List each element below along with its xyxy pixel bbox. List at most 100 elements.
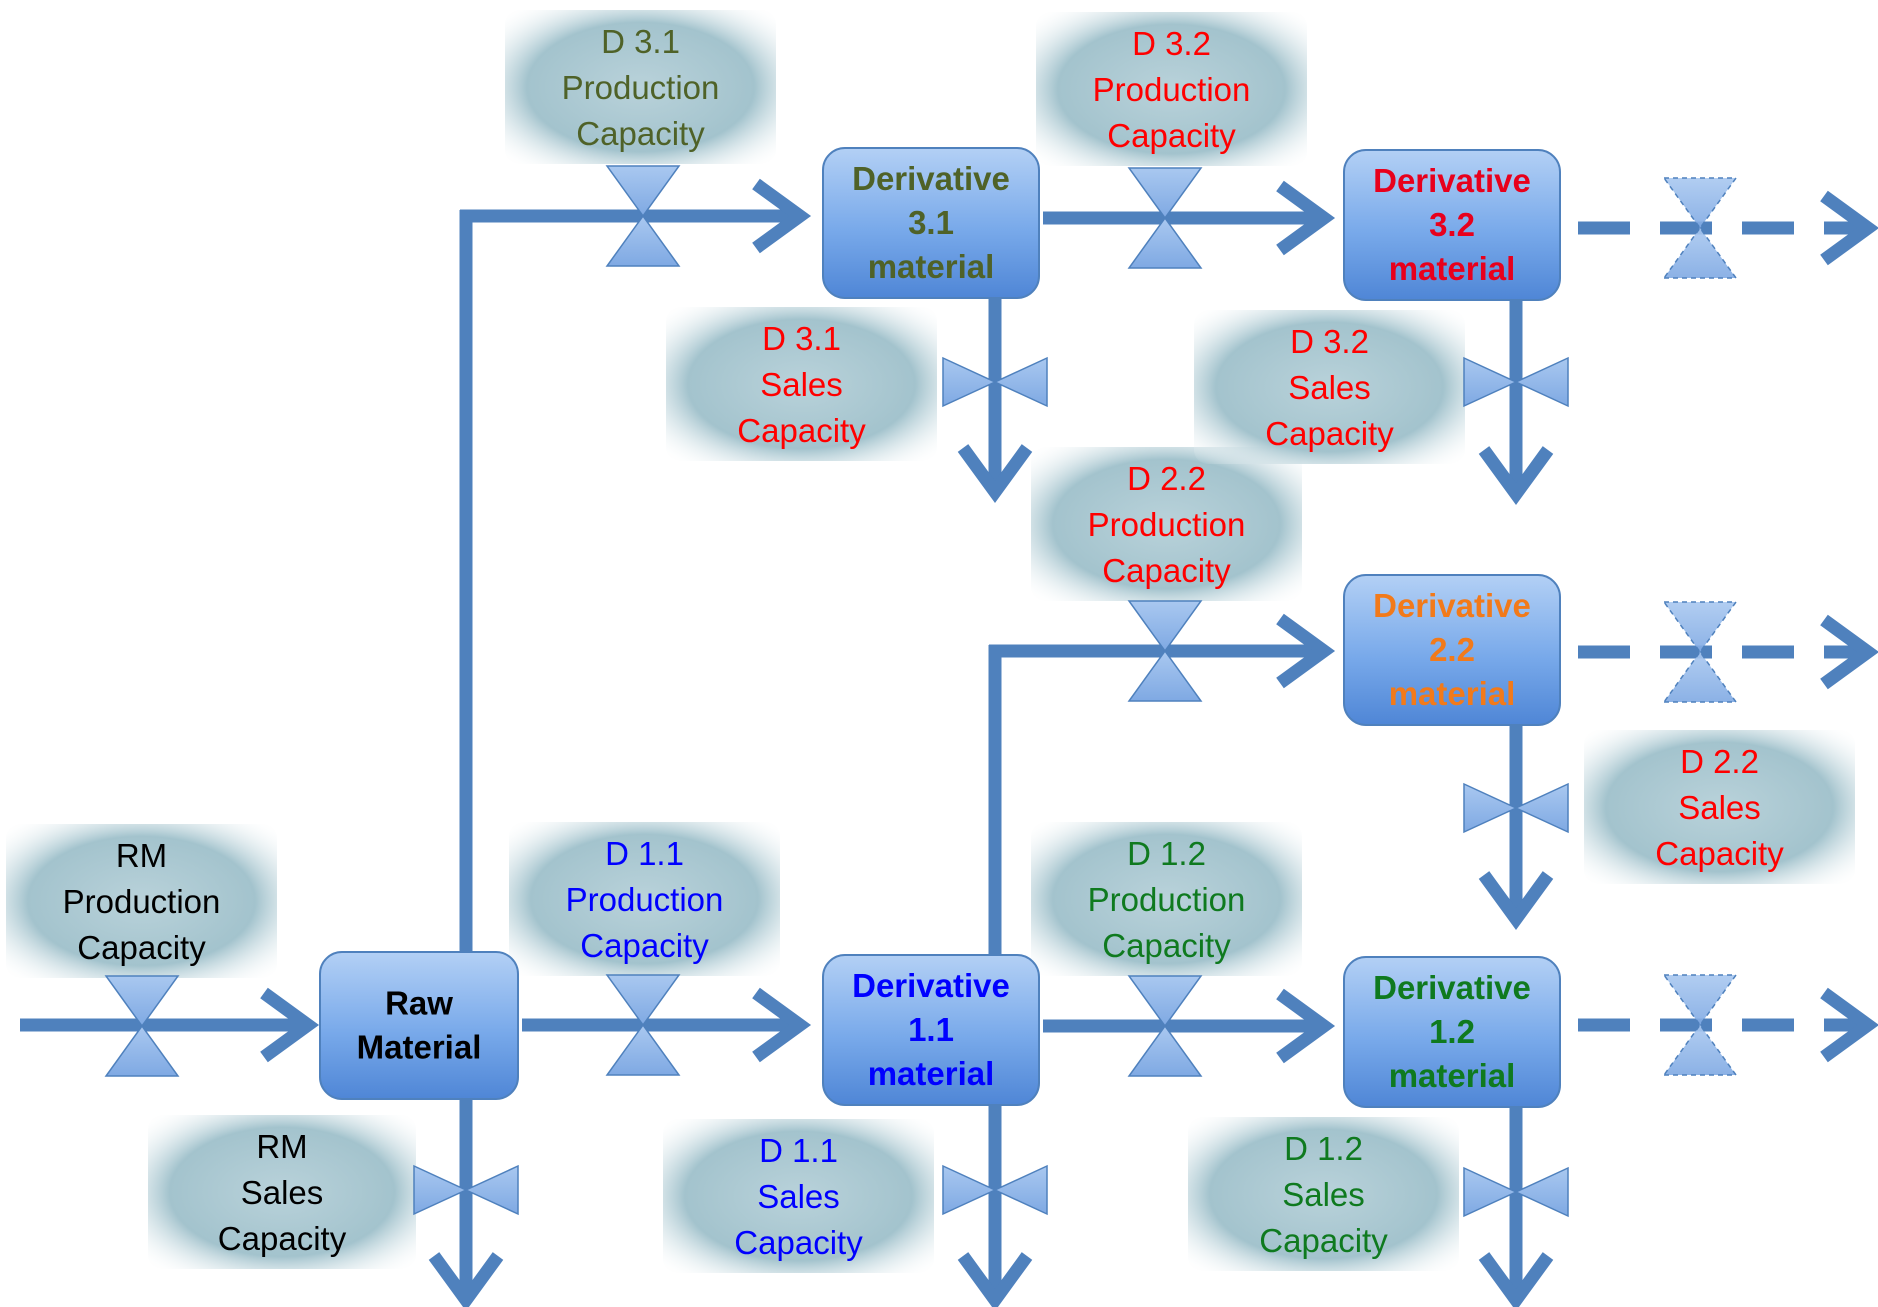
capacity-label-line: Production	[63, 883, 221, 920]
arrowhead-down	[1478, 446, 1554, 506]
arrowhead-right	[1276, 613, 1336, 689]
arrowhead-down	[428, 1252, 504, 1307]
capacity-label-line: D 1.1	[759, 1132, 838, 1169]
production-valve-icon	[104, 975, 180, 1077]
valve-triangle	[1514, 782, 1569, 834]
valve-triangle	[1127, 1024, 1203, 1077]
material-node-line: material	[1389, 1057, 1516, 1094]
material-node-line: Derivative	[1373, 587, 1531, 624]
capacity-label-box	[663, 1119, 934, 1273]
valve-triangle	[605, 214, 681, 267]
capacity-label-line: Sales	[1288, 369, 1371, 406]
material-node-box	[1343, 574, 1561, 726]
valve-triangle	[464, 1164, 519, 1216]
sales-valve-icon	[1463, 1166, 1569, 1218]
material-node-box	[319, 951, 519, 1100]
capacity-label-line: RM	[256, 1128, 307, 1165]
capacity-label-line: Capacity	[218, 1220, 347, 1257]
sales-valve-icon	[413, 1164, 519, 1216]
capacity-label-box	[509, 822, 780, 976]
capacity-label-line: D 2.2	[1680, 743, 1759, 780]
material-node-box	[822, 954, 1040, 1106]
capacity-label-line: D 1.2	[1284, 1130, 1363, 1167]
arrowhead-right	[1276, 180, 1336, 256]
valve-triangle	[993, 356, 1048, 408]
material-node-line: 1.1	[908, 1011, 954, 1048]
valve-triangle	[1463, 356, 1518, 408]
sales-valve-icon	[1463, 782, 1569, 834]
capacity-label-line: Sales	[241, 1174, 324, 1211]
material-node-line: Derivative	[852, 160, 1010, 197]
valve-triangle	[942, 356, 997, 408]
capacity-label-line: Capacity	[580, 927, 709, 964]
capacity-label-line: D 2.2	[1127, 460, 1206, 497]
capacity-label-line: D 3.2	[1290, 323, 1369, 360]
capacity-label-line: D 3.1	[762, 320, 841, 357]
valve-triangle	[1463, 1166, 1518, 1218]
capacity-label-box	[505, 10, 776, 164]
valve-triangle	[1514, 356, 1569, 408]
material-node-box	[1343, 956, 1561, 1108]
valve-triangle	[605, 165, 681, 218]
valve-triangle	[1463, 782, 1518, 834]
sales-valve-icon	[1463, 356, 1569, 408]
valve-triangle	[1662, 177, 1738, 230]
capacity-label-line: Capacity	[734, 1224, 863, 1261]
arrowhead-down	[957, 444, 1033, 504]
material-node-line: Derivative	[852, 967, 1010, 1004]
valve-triangle	[1662, 226, 1738, 279]
valve-triangle	[942, 1164, 997, 1216]
arrowhead-right	[1820, 614, 1878, 690]
valve-triangle	[1662, 601, 1738, 654]
capacity-label-line: RM	[116, 837, 167, 874]
capacity-label-line: Capacity	[1259, 1222, 1388, 1259]
production-valve-icon	[1127, 167, 1203, 269]
capacity-label-line: Production	[1088, 881, 1246, 918]
arrowhead-right	[1276, 988, 1336, 1064]
valve-triangle	[1127, 600, 1203, 653]
capacity-label-box	[1036, 12, 1307, 166]
capacity-label-box	[6, 824, 277, 978]
valve-triangle	[1514, 1166, 1569, 1218]
material-node-line: 3.2	[1429, 206, 1475, 243]
capacity-label-box	[148, 1115, 416, 1269]
material-node-line: material	[868, 1055, 995, 1092]
capacity-label-line: Sales	[757, 1178, 840, 1215]
capacity-label-line: D 1.1	[605, 835, 684, 872]
arrowhead-down	[957, 1252, 1033, 1307]
capacity-label-line: Capacity	[1102, 927, 1231, 964]
material-node-line: 3.1	[908, 204, 954, 241]
valve-triangle	[1127, 216, 1203, 269]
sales-valve-icon	[942, 356, 1048, 408]
material-node-text: Derivative 1.1 material	[852, 967, 1010, 1092]
arrowhead-right	[752, 178, 812, 254]
capacity-label-line: Capacity	[1107, 117, 1236, 154]
material-node-d11: Derivative 1.1 material	[822, 954, 1040, 1106]
valve-triangle	[993, 1164, 1048, 1216]
arrowhead-right	[752, 987, 812, 1063]
arrowhead-right	[1820, 987, 1878, 1063]
material-node-line: 1.2	[1429, 1013, 1475, 1050]
capacity-label-line: Sales	[1678, 789, 1761, 826]
valve-triangle	[1662, 650, 1738, 703]
valve-triangle	[1662, 1023, 1738, 1076]
capacity-label-line: Sales	[760, 366, 843, 403]
production-valve-icon	[1662, 974, 1738, 1076]
